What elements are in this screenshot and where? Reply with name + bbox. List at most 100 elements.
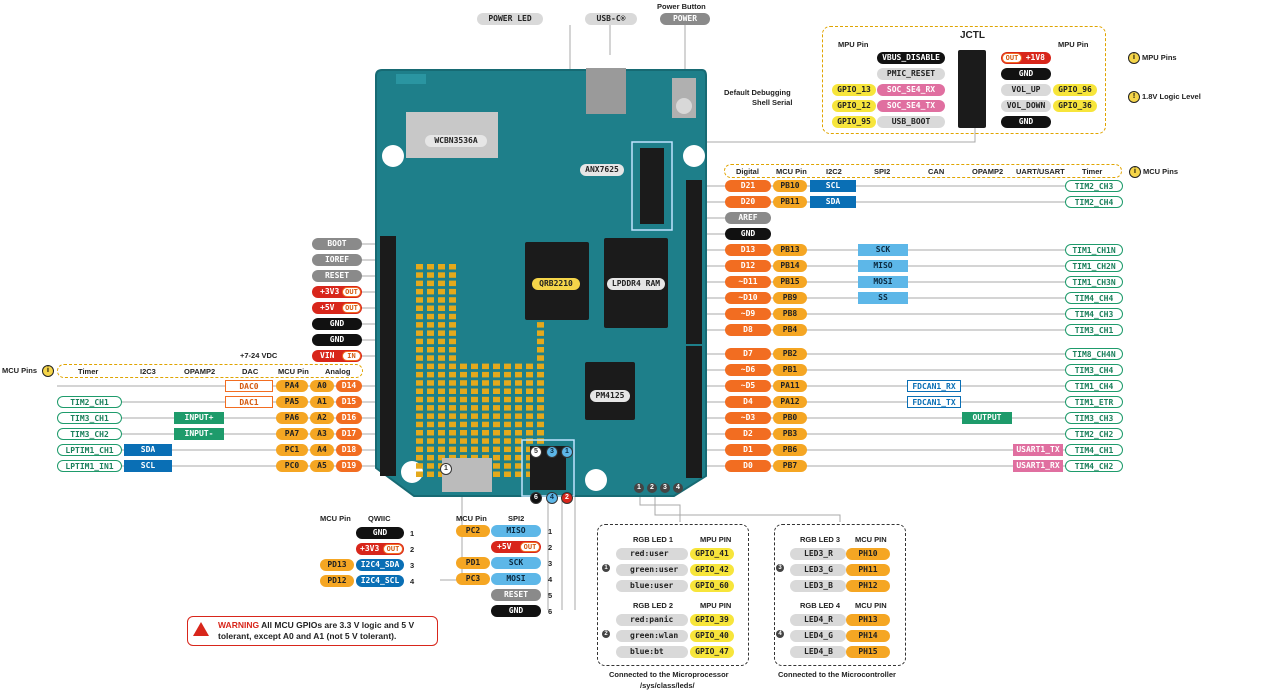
jctl-right-fn: GND: [1001, 116, 1051, 128]
digital-pin: D4: [725, 396, 771, 408]
digital-pin: D21: [725, 180, 771, 192]
jctl-right-pin: GPIO_96: [1053, 84, 1097, 96]
warning-box: [187, 616, 438, 646]
spi-fn: MISO: [491, 525, 541, 537]
jctl-left-fn: PMIC_RESET: [877, 68, 945, 80]
analog-pin: A4: [310, 444, 334, 456]
led-index: 4: [776, 630, 784, 638]
timer-pin: TIM1_CH4: [1065, 380, 1123, 392]
mcu-pin: PC0: [276, 460, 308, 472]
can-pin: FDCAN1_TX: [907, 396, 961, 408]
left-col-header: I2C3: [140, 367, 156, 376]
mcu-pin: PA11: [773, 380, 807, 392]
analog-pin: A0: [310, 380, 334, 392]
digital-pin: D8: [725, 324, 771, 336]
spi-mcu-pin: MCU Pin: [456, 514, 487, 523]
spi-pin: SCK: [858, 244, 908, 256]
digital-pin: ~D11: [725, 276, 771, 288]
analog-pin: A1: [310, 396, 334, 408]
digital-pin: ~D3: [725, 412, 771, 424]
rgb-mpu-box: [597, 524, 749, 666]
led-pin: GPIO_41: [690, 548, 734, 560]
mcu-pin-title: MCU PIN: [855, 535, 887, 544]
jctl-box: [822, 26, 1106, 134]
logic-legend: 1.8V Logic Level: [1142, 92, 1201, 101]
warning-icon: !: [1128, 91, 1140, 103]
mcu-pin: PA6: [276, 412, 308, 424]
digital-pin: ~D5: [725, 380, 771, 392]
led-name: red:user: [616, 548, 688, 560]
digital-pin: D12: [725, 260, 771, 272]
opamp-pin: OUTPUT: [962, 412, 1012, 424]
qrb-label: QRB2210: [532, 278, 580, 290]
vin-note: +7-24 VDC: [240, 351, 278, 360]
jctl-left-fn: USB_BOOT: [877, 116, 945, 128]
led-pin: GPIO_40: [690, 630, 734, 642]
led-index: 3: [776, 564, 784, 572]
led-name: green:user: [616, 564, 688, 576]
qwiic-fn: GND: [356, 527, 404, 539]
jctl-right-fn: VOL_UP: [1001, 84, 1051, 96]
spi-mcu-pin: PC2: [456, 525, 490, 537]
led-name: blue:user: [616, 580, 688, 592]
timer-pin: TIM2_CH4: [1065, 196, 1123, 208]
i2c-pin: SDA: [124, 444, 172, 456]
wifi-module-label: WCBN3536A: [425, 135, 487, 147]
mcu-pin: PB6: [773, 444, 807, 456]
digital-pin: ~D10: [725, 292, 771, 304]
info-icon: i: [1128, 52, 1140, 64]
led-pin: GPIO_60: [690, 580, 734, 592]
digital-pin: D1: [725, 444, 771, 456]
spi-title: SPI2: [508, 514, 525, 523]
pm-label: PM4125: [590, 390, 630, 402]
qwiic-pin-index: 3: [410, 561, 415, 570]
mcu-pin: PA4: [276, 380, 308, 392]
digital-pin: ~D6: [725, 364, 771, 376]
mcu-footer: Connected to the Microcontroller: [778, 670, 896, 679]
dac-pin: DAC1: [225, 396, 273, 408]
left-col-header: Analog: [325, 367, 351, 376]
power-pin: GND: [312, 318, 362, 330]
header-pin-number: 2: [647, 483, 657, 493]
spi-pin: MOSI: [858, 276, 908, 288]
mcu-pin: PB15: [773, 276, 807, 288]
mcu-pin: PB4: [773, 324, 807, 336]
mcu-pin: PB3: [773, 428, 807, 440]
right-col-header: UART/USART: [1016, 167, 1065, 176]
digital-pin: ~D9: [725, 308, 771, 320]
right-col-header: OPAMP2: [972, 167, 1004, 176]
jctl-out-badge: OUT: [1002, 53, 1022, 63]
jctl-left-pin: GPIO_13: [832, 84, 876, 96]
digital-pin: D18: [336, 444, 362, 456]
power-label: POWER: [660, 13, 710, 25]
spi-pin-index: 2: [548, 543, 553, 552]
warning-triangle-icon: [193, 622, 209, 636]
digital-pin: D16: [336, 412, 362, 424]
led-name: LED4_B: [790, 646, 846, 658]
led2-title: RGB LED 2: [633, 601, 674, 610]
led-name: red:panic: [616, 614, 688, 626]
led-pin: PH15: [846, 646, 890, 658]
power-led-label: POWER LED: [477, 13, 543, 25]
header-pin-number: 1: [634, 483, 644, 493]
power-pin: GND: [312, 334, 362, 346]
mcu-pin: PA12: [773, 396, 807, 408]
debug-label-1: Default Debugging: [724, 88, 791, 97]
timer-pin: TIM2_CH2: [1065, 428, 1123, 440]
timer-pin: TIM3_CH2: [57, 428, 122, 440]
jctl-left-fn: VBUS_DISABLE: [877, 52, 945, 64]
uart-pin: USART1_TX: [1013, 444, 1063, 456]
spi-pin-number: 3: [546, 446, 558, 458]
qwiic-fn: I2C4_SCL: [356, 575, 404, 587]
led-pin: PH14: [846, 630, 890, 642]
qwiic-mcu-pin: PD13: [320, 559, 354, 571]
right-col-header: Digital: [736, 167, 759, 176]
jctl-left-pin: GPIO_95: [832, 116, 876, 128]
jctl-mpu-pin-right: MPU Pin: [1058, 40, 1089, 49]
right-legend: MCU Pins: [1143, 167, 1179, 176]
power-pin: BOOT: [312, 238, 362, 250]
info-icon: i: [42, 365, 54, 377]
pin-aref: AREF: [725, 212, 771, 224]
spi-mcu-pin: PC3: [456, 573, 490, 585]
led-name: green:wlan: [616, 630, 688, 642]
